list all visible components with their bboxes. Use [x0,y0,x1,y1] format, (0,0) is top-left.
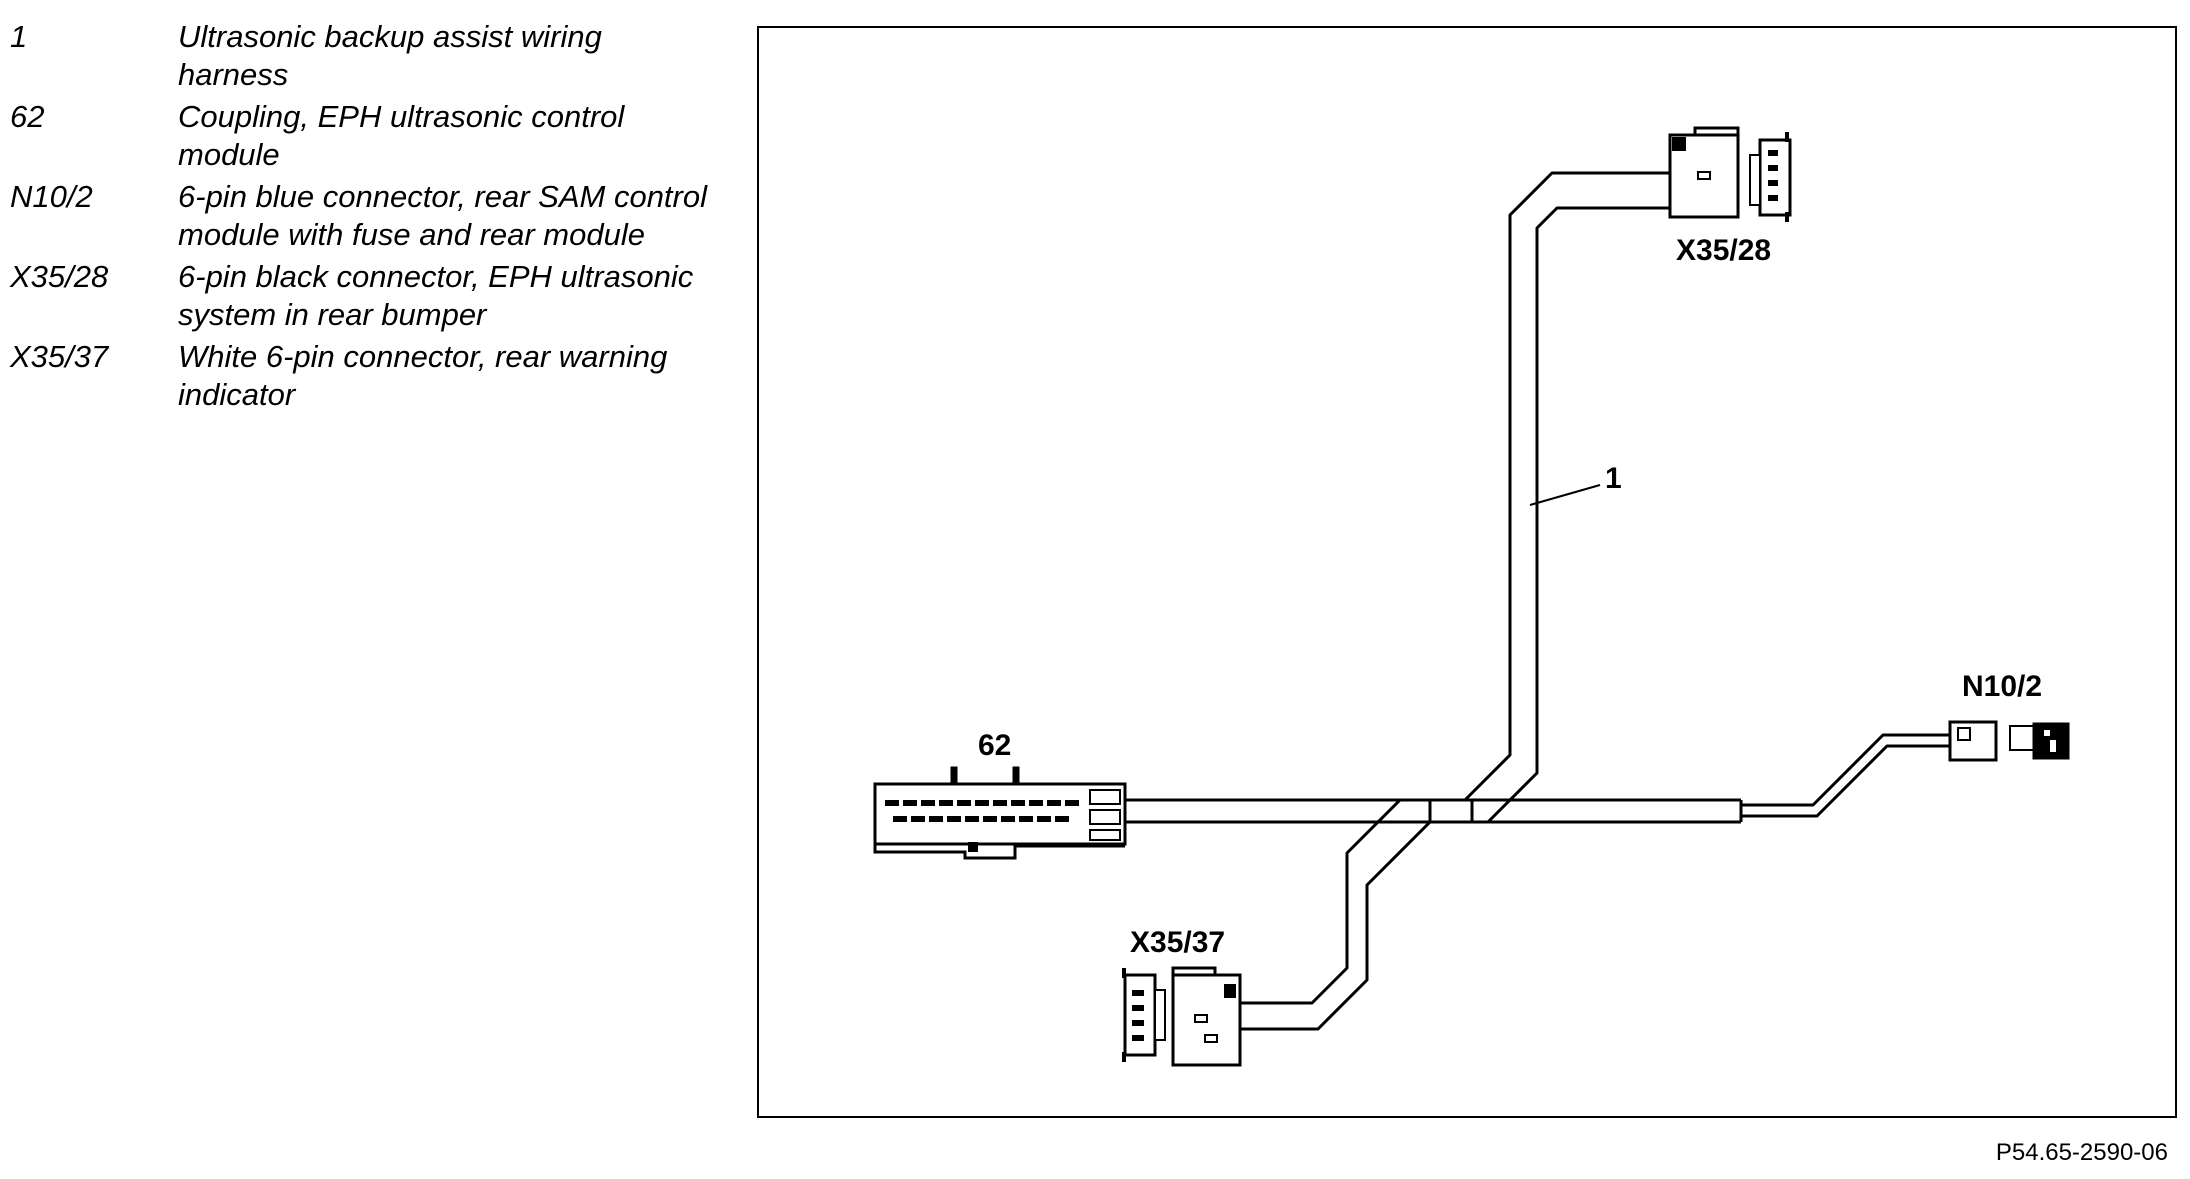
legend-desc: White 6-pin connector, rear warning indi… [178,339,668,412]
n10-2-connector [1948,720,2070,762]
coupling-62-connector [873,766,1127,860]
x3528-connector [1668,126,1792,219]
coupling-62-pins [885,800,1079,852]
legend-item: X35/28 6-pin black connector, EPH ultras… [10,258,710,334]
label-x3537: X35/37 [1130,926,1225,959]
n10-branch-wire-bottom [1741,744,1950,818]
x3537-branch-top [1240,798,1402,1005]
harness-wires [1126,171,1950,1031]
legend-item: X35/37 White 6-pin connector, rear warni… [10,338,710,414]
n10-2-pins [2044,730,2056,752]
legend-item: 62 Coupling, EPH ultrasonic control modu… [10,98,710,174]
x3537-pins [1122,968,1236,1062]
legend-code: 1 [10,19,28,54]
legend-code: N10/2 [10,179,93,214]
legend-desc: Coupling, EPH ultrasonic control module [178,99,625,172]
label-x3528: X35/28 [1676,234,1771,267]
legend: 1 Ultrasonic backup assist wiring harnes… [10,18,710,418]
legend-code: X35/37 [10,339,109,374]
diagram-frame [757,26,2177,1118]
label-harness: 1 [1605,462,1622,495]
label-coupling-62: 62 [978,729,1011,762]
legend-code: 62 [10,99,45,134]
harness-leader-line [1529,484,1601,506]
x3528-pins [1672,132,1789,222]
legend-code: X35/28 [10,259,109,294]
x3537-branch-bottom [1240,820,1432,1031]
x3537-connector [1123,966,1242,1067]
n10-branch-wire-top [1741,733,1950,807]
main-bundle [1126,798,1741,824]
legend-item: 1 Ultrasonic backup assist wiring harnes… [10,18,710,94]
x3528-branch-left [1463,171,1670,802]
legend-item: N10/2 6-pin blue connector, rear SAM con… [10,178,710,254]
label-n10-2: N10/2 [1962,670,2042,703]
legend-desc: 6-pin blue connector, rear SAM control m… [178,179,707,252]
legend-desc: Ultrasonic backup assist wiring harness [178,19,602,92]
figure-reference: P54.65-2590-06 [1995,1139,2168,1166]
legend-desc: 6-pin black connector, EPH ultrasonic sy… [178,259,694,332]
x3528-branch-right [1486,206,1670,824]
